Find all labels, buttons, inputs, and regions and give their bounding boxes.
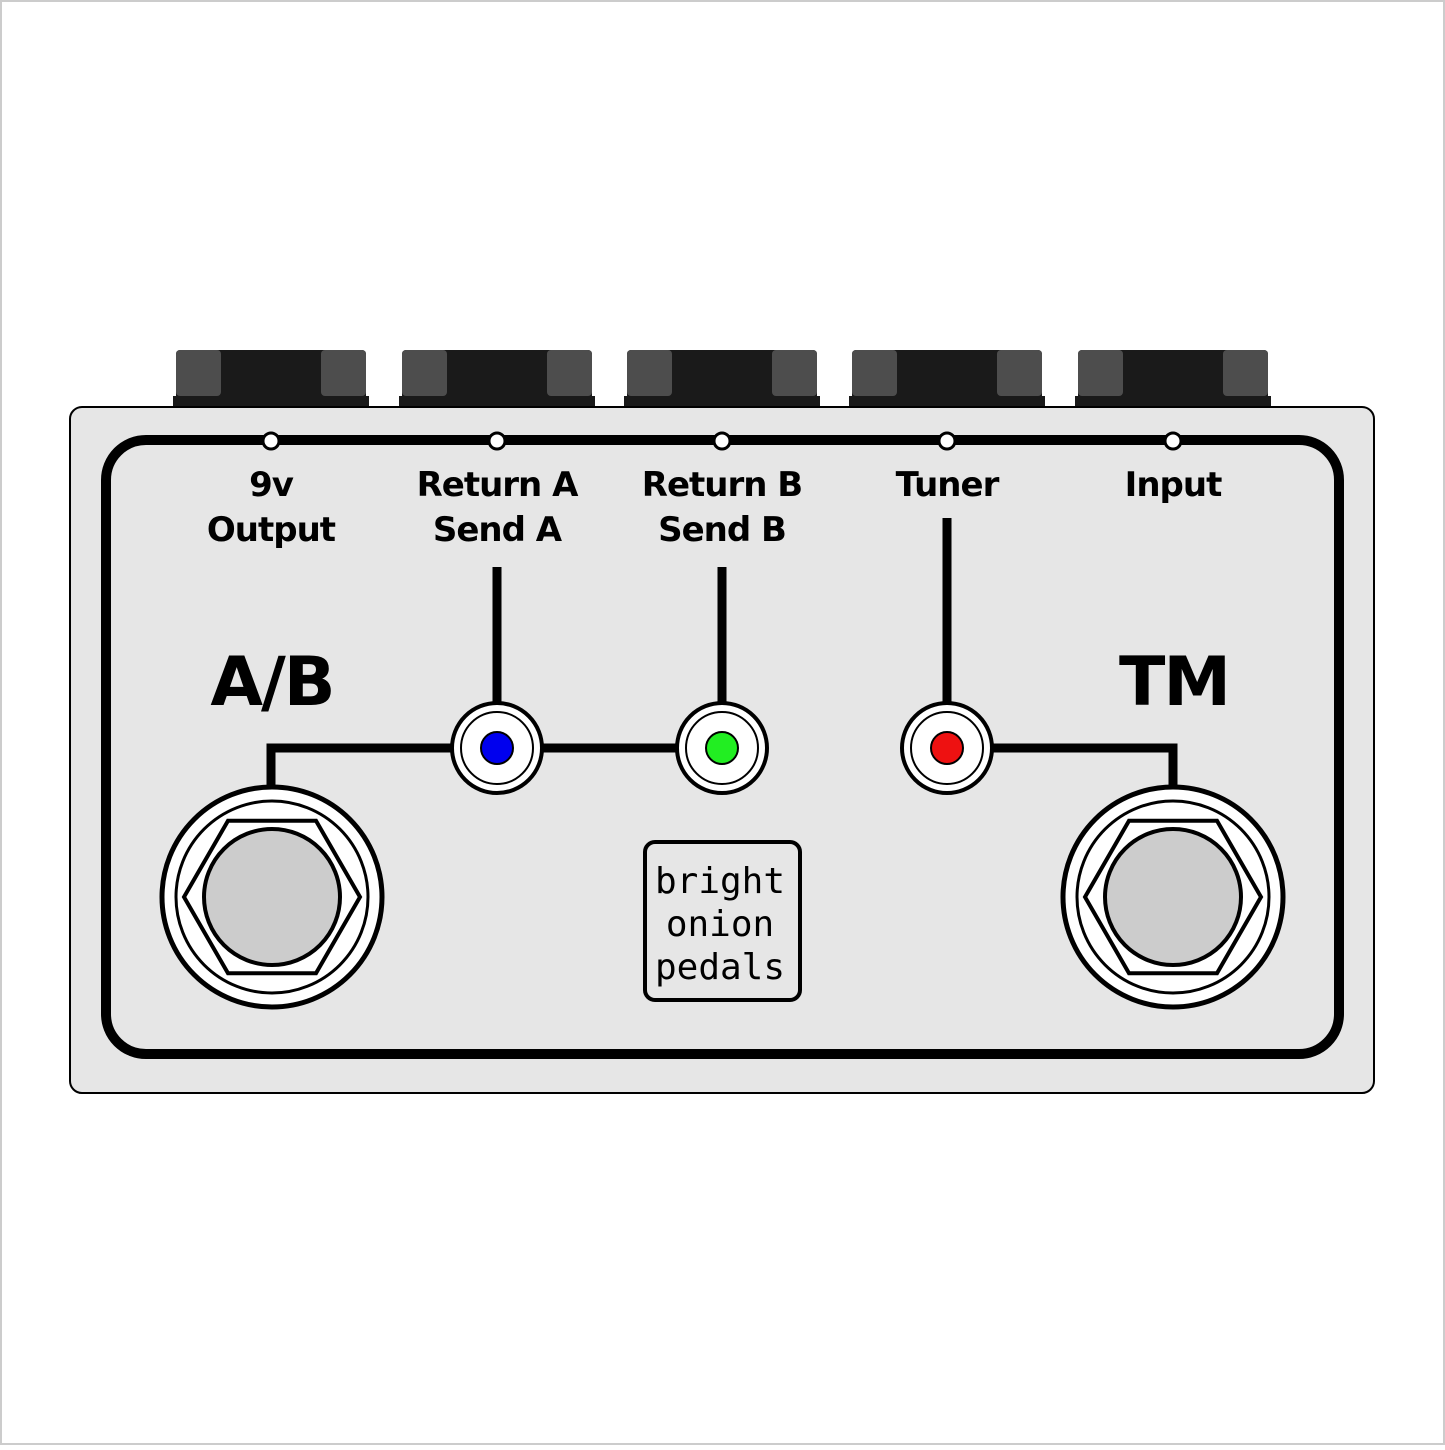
- jack-tuner-marker: [937, 431, 957, 451]
- jack-output-shade-right: [321, 350, 366, 396]
- jack-return-a-body: [402, 350, 592, 410]
- led-a-icon-bezel-inner: [460, 711, 534, 785]
- led-row: [450, 701, 994, 795]
- led-b-icon: [675, 701, 769, 795]
- wire-ab-left: [266, 743, 452, 800]
- led-a-icon-lens: [480, 731, 514, 765]
- wire-tm-right: [992, 743, 1178, 800]
- jack-input-label-0: Input: [1125, 465, 1222, 505]
- footswitch-tm-cap[interactable]: [1103, 827, 1243, 967]
- jack-tuner[interactable]: [849, 350, 1045, 410]
- jack-return-a-shade-left: [402, 350, 447, 396]
- brand-logo: bright onion pedals: [643, 840, 802, 1002]
- jack-tuner-body: [852, 350, 1042, 410]
- jack-return-b-shade-right: [772, 350, 817, 396]
- footswitch-ab-hex-nut: [181, 818, 363, 976]
- jack-return-a-shade-right: [547, 350, 592, 396]
- footswitch-ab-inner-ring: [174, 799, 370, 995]
- mode-label-left: A/B: [210, 643, 333, 722]
- footswitch-tm-inner-ring: [1075, 799, 1271, 995]
- jack-return-b-shade-left: [627, 350, 672, 396]
- jack-tuner-shade-left: [852, 350, 897, 396]
- led-tuner-icon-lens: [930, 731, 964, 765]
- footswitch-tm-hex-nut: [1082, 818, 1264, 976]
- jack-return-a-marker: [487, 431, 507, 451]
- jack-return-b[interactable]: [624, 350, 820, 410]
- led-b-icon-bezel-inner: [685, 711, 759, 785]
- jack-tuner-shade-right: [997, 350, 1042, 396]
- footswitch-ab-cap[interactable]: [202, 827, 342, 967]
- jack-input-shade-left: [1078, 350, 1123, 396]
- jack-output-marker: [261, 431, 281, 451]
- jack-input[interactable]: [1075, 350, 1271, 410]
- jack-output-label-0: 9v: [249, 465, 294, 505]
- jack-return-b-marker: [712, 431, 732, 451]
- jack-input-marker: [1163, 431, 1183, 451]
- brand-logo-box: [643, 840, 802, 1002]
- jack-output-label-1: Output: [207, 510, 336, 550]
- footswitch-ab[interactable]: [159, 784, 385, 1010]
- led-b-icon-lens: [705, 731, 739, 765]
- jack-return-a[interactable]: [399, 350, 595, 410]
- mode-label-right: TM: [1119, 643, 1229, 722]
- brand-line-1: bright: [655, 861, 785, 902]
- brand-line-3: pedals: [655, 947, 785, 988]
- led-a-icon: [450, 701, 544, 795]
- jack-return-b-body: [627, 350, 817, 410]
- jack-input-body: [1078, 350, 1268, 410]
- led-tuner-icon-bezel-inner: [910, 711, 984, 785]
- wiring: [266, 518, 1178, 800]
- footswitch-tm[interactable]: [1060, 784, 1286, 1010]
- jack-return-b-label-1: Send B: [658, 510, 786, 550]
- jack-return-b-label-0: Return B: [642, 465, 802, 505]
- jack-row: [173, 350, 1271, 410]
- jack-output-body: [176, 350, 366, 410]
- jack-return-a-label-0: Return A: [417, 465, 580, 505]
- jack-return-a-label-1: Send A: [433, 510, 563, 550]
- jack-output-shade-left: [176, 350, 221, 396]
- led-tuner-icon: [900, 701, 994, 795]
- jack-output[interactable]: [173, 350, 369, 410]
- jack-input-shade-right: [1223, 350, 1268, 396]
- brand-line-2: onion: [666, 904, 774, 945]
- jack-tuner-label-0: Tuner: [896, 465, 1000, 505]
